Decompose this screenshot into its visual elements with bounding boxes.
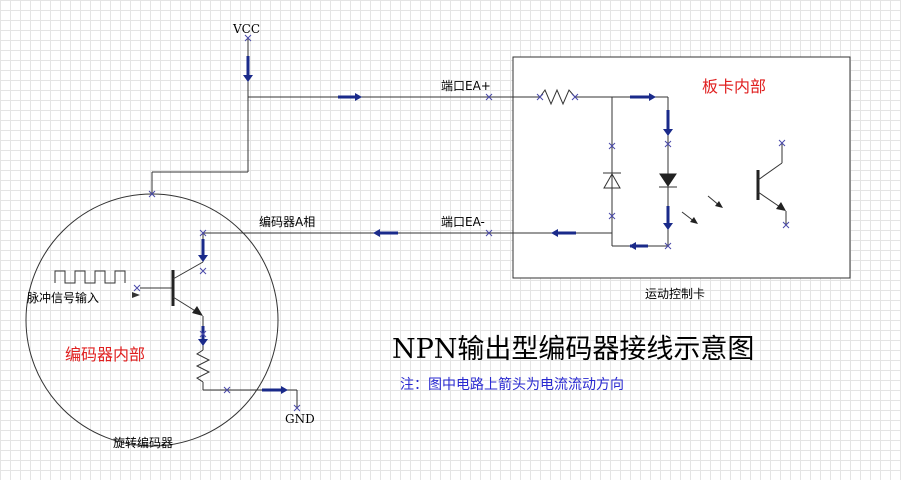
current-direction-arrows [198,56,673,394]
phototransistor [756,143,787,225]
vcc-label: VCC [232,22,260,36]
pulse-arrow-icon [132,292,140,298]
encoder-inside-label: 编码器内部 [65,345,145,364]
protection-diode [603,172,621,189]
board-inside-label: 板卡内部 [702,77,766,96]
encoder-body [25,193,279,447]
motion-card-box [512,56,851,279]
pulse-input-label: 脉冲信号输入 [27,290,99,305]
opto-led [659,173,677,188]
port-ea-plus-label: 端口EA+ [441,79,491,93]
light-ray-arrows [681,195,723,224]
port-ea-minus-label: 端口EA- [441,215,485,229]
vcc-wire [151,38,540,194]
rotary-encoder-label: 旋转编码器 [113,435,173,450]
terminal-markers [133,34,790,412]
motion-card-label: 运动控制卡 [645,287,705,301]
gnd-label: GND [285,412,315,426]
current-direction-note: 注：图中电路上箭头为电流流动方向 [400,376,624,393]
card-resistor [539,88,576,106]
diagram-title: NPN输出型编码器接线示意图 [392,334,754,365]
encoder-phase-a-label: 编码器A相 [259,214,315,229]
encoder-npn-transistor [140,261,298,408]
pulse-waveform [54,270,126,284]
